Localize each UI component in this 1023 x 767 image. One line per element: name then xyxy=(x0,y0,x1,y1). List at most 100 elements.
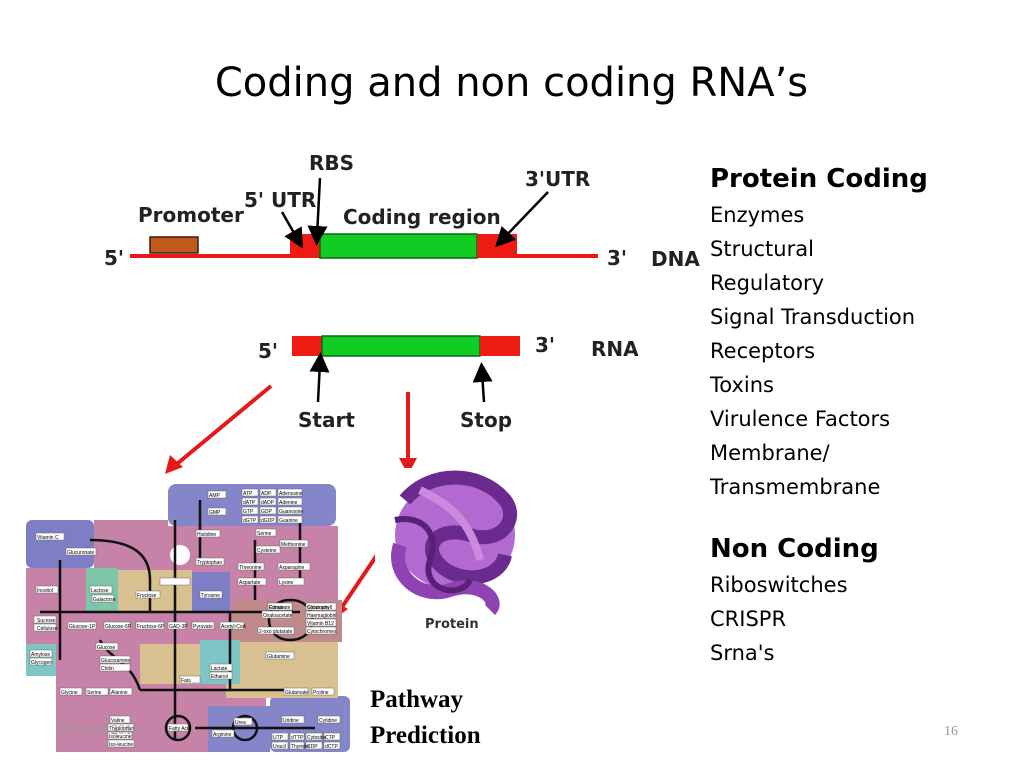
list-item: Receptors xyxy=(710,339,816,363)
pathway-node-label: Alanine xyxy=(111,690,128,696)
utr3-label: 3'UTR xyxy=(525,167,590,191)
pathway-map: AMPATPADPAdenosineGMPdATPdADPAdenineGTPG… xyxy=(26,484,350,752)
pathway-node-label: ATP xyxy=(243,491,253,497)
pathway-node-label: Lactose xyxy=(91,588,109,594)
pathway-node-label: Adenine xyxy=(279,500,298,506)
protein-label: Protein xyxy=(425,617,479,632)
pathway-node-label: Vitamin B12 xyxy=(307,621,334,627)
pathway-node-label: Sucrose xyxy=(37,618,56,624)
rna-label: RNA xyxy=(591,337,639,361)
pathway-node-label: Asparagine xyxy=(279,565,305,571)
pathway-node-label: Glutamine xyxy=(267,654,290,660)
pathway-node-label: Chlorophyll xyxy=(307,605,332,611)
pathway-node-label: Fumarate xyxy=(269,605,291,611)
pathway-node-label: Aspartate xyxy=(239,580,261,586)
rna-utr3-box xyxy=(480,336,520,356)
pathway-node-label: GMP xyxy=(209,510,221,516)
coding-region-label: Coding region xyxy=(343,205,501,229)
pathway-node-label: dGDP xyxy=(261,518,275,524)
pathway-node-label: Arginine xyxy=(213,732,232,738)
list-item: Transmembrane xyxy=(710,475,881,499)
pathway-node-label: Uracil xyxy=(273,744,286,750)
pathway-node-label: Tyrosine xyxy=(201,593,220,599)
pathway-node-label: Glucuronate xyxy=(67,550,94,556)
rbs-pointer xyxy=(307,177,328,246)
list-item: Virulence Factors xyxy=(710,407,891,431)
rna-5prime-label: 5' xyxy=(258,339,278,363)
pathway-node-label: Thymine xyxy=(291,744,310,750)
pathway-node-label: Cytochromes xyxy=(307,629,337,635)
pathway-node-label: Proline xyxy=(313,690,329,696)
utr5-box xyxy=(290,234,320,258)
pathway-node-label: Tryptophan xyxy=(109,726,134,732)
pathway-node-label: Cytidine xyxy=(319,718,337,724)
pathway-node-label: dATP xyxy=(243,500,256,506)
list-item: CRISPR xyxy=(710,607,787,631)
dna-5prime-label: 5' xyxy=(104,246,124,270)
pathway-node-label: GDP xyxy=(261,509,273,515)
dna-label: DNA xyxy=(651,247,700,271)
pathway-node-label: Glutamate xyxy=(285,690,308,696)
pathway-caption-line1: Pathway xyxy=(370,686,464,713)
pathway-node-label: Tryptophan xyxy=(197,560,222,566)
pathway-node-label: Amylose xyxy=(31,652,50,658)
utr5-pointer xyxy=(280,211,303,249)
rna-utr5-box xyxy=(292,336,322,356)
slide-number: 16 xyxy=(944,724,958,739)
pathway-node-label: CDP xyxy=(307,744,318,750)
pathway-node-label: Glycogen xyxy=(31,660,52,666)
pathway-node-label: Chitin xyxy=(101,666,114,672)
stop-label: Stop xyxy=(460,408,512,432)
pathway-node-label: Fructose xyxy=(137,593,157,599)
pathway-node-label: Pyruvate xyxy=(193,624,213,630)
pathway-node-label: Urea xyxy=(235,720,246,726)
start-label: Start xyxy=(298,408,355,432)
pathway-node-label: dADP xyxy=(261,500,275,506)
coding-region-box xyxy=(319,233,478,259)
protein-image: Protein xyxy=(375,468,532,646)
dna-3prime-label: 3' xyxy=(607,246,627,270)
utr3-box xyxy=(477,234,517,258)
footer-date: 27th Feb 2013 xyxy=(58,723,139,738)
promoter-box xyxy=(149,236,199,254)
rna-coding-box xyxy=(321,335,481,357)
start-pointer xyxy=(309,352,330,403)
pathway-node-label: Fructose-6P xyxy=(137,624,165,630)
pathway-node-label: AMP xyxy=(209,493,221,499)
protein-coding-list: Enzymes Structural Regulatory Signal Tra… xyxy=(710,198,928,504)
utr5-label: 5' UTR xyxy=(244,188,316,212)
pathway-node-label: Fats xyxy=(181,678,191,684)
pathway-caption: Pathway Prediction xyxy=(370,682,481,754)
pathway-node-label: Cysteine xyxy=(257,548,277,554)
utr3-pointer xyxy=(495,191,549,248)
pathway-node-label: Threonine xyxy=(239,565,262,571)
pathway-node-label: Serine xyxy=(87,690,102,696)
pathway-node-label: Glucose xyxy=(97,645,116,651)
pathway-node-label: Oxaloacetate xyxy=(263,613,293,619)
pathway-node-label: Acetyl-CoA xyxy=(221,624,247,630)
slide-title: Coding and non coding RNA’s xyxy=(214,60,809,106)
pathway-node-label: Uridine xyxy=(283,718,299,724)
non-coding-heading: Non Coding xyxy=(710,534,879,564)
pathway-node-label: Guanine xyxy=(279,518,298,524)
pathway-node-label: Histidine xyxy=(197,532,216,538)
pathway-node-label: Adenosine xyxy=(279,491,303,497)
pathway-node-label: Methionine xyxy=(281,542,306,548)
pathway-node-label: dGTP xyxy=(243,518,257,524)
stop-pointer xyxy=(472,362,493,403)
pathway-node-label: Guanosine xyxy=(279,509,303,515)
list-item: Structural xyxy=(710,237,814,261)
pathway-node-label: Glycine xyxy=(61,690,78,696)
pathway-node-label: ADP xyxy=(261,491,272,497)
pathway-node-label: Succinate xyxy=(307,605,329,611)
pathway-node-label: Galactose xyxy=(93,597,116,603)
protein-classes-list: Protein Coding Enzymes Structural Regula… xyxy=(710,160,928,670)
list-item: Enzymes xyxy=(710,203,805,227)
list-item: Regulatory xyxy=(710,271,825,295)
pathway-node-label: 2-oxo glutarate xyxy=(259,629,293,635)
rbs-label: RBS xyxy=(309,151,354,175)
promoter-label: Promoter xyxy=(138,203,244,227)
list-item: Riboswitches xyxy=(710,573,848,597)
pathway-node-label: Vitamin C xyxy=(37,535,59,541)
pathway-node-label: UTP xyxy=(273,735,284,741)
